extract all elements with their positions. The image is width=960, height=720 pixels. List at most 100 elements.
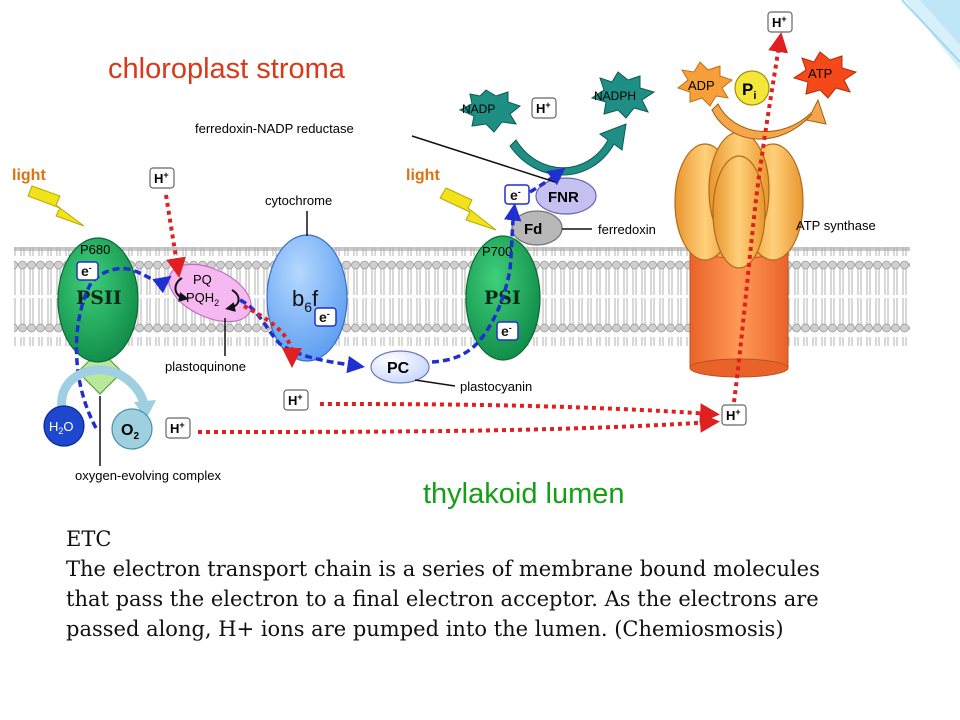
cytochrome-label: cytochrome xyxy=(265,193,332,208)
pq-oxidation-arrow xyxy=(225,289,240,312)
light-label-left: light xyxy=(12,167,46,184)
o2-subscript: 2 xyxy=(133,431,139,442)
b6f-subscript: 6 xyxy=(304,299,312,315)
electron-charge: - xyxy=(89,263,92,273)
svg-text:H+: H+ xyxy=(154,170,169,186)
proton-charge: + xyxy=(545,100,550,110)
atp-burst xyxy=(792,51,858,99)
proton-symbol: H xyxy=(288,393,297,408)
caption: ETC The electron transport chain is a se… xyxy=(66,524,946,644)
fd-label: Fd xyxy=(524,221,542,238)
pq-reduction-arrow xyxy=(174,277,189,302)
electron-symbol: e xyxy=(510,187,518,203)
svg-text:H+: H+ xyxy=(170,420,185,436)
h2o-h: H xyxy=(49,419,58,434)
light-label-right: light xyxy=(406,167,440,184)
ferredoxin-fd xyxy=(511,210,563,246)
oec-label: oxygen-evolving complex xyxy=(75,468,221,483)
h2o-o: O xyxy=(63,419,73,434)
svg-text:H+: H+ xyxy=(536,100,551,116)
p680-label: P680 xyxy=(80,242,110,257)
light-bolt-left xyxy=(27,185,85,227)
svg-text:e-: e- xyxy=(319,309,330,325)
svg-text:e-: e- xyxy=(501,323,512,339)
adp-burst xyxy=(676,61,734,107)
electron-charge: - xyxy=(509,323,512,333)
proton-charge: + xyxy=(179,420,184,430)
atp-synthase xyxy=(674,131,804,378)
proton-badge-lumen-b6f: H+ xyxy=(283,389,309,411)
o2-o: O xyxy=(121,422,133,439)
proton-symbol: H xyxy=(170,421,179,436)
b6f-f: f xyxy=(312,286,319,311)
plastocyanin-label: plastocyanin xyxy=(460,379,532,394)
caption-line-1: The electron transport chain is a series… xyxy=(66,557,820,581)
nadph-label: NADPH xyxy=(594,89,636,103)
h2o-label: H2O xyxy=(49,419,74,436)
light-bolt-right xyxy=(439,187,497,231)
electron-badge-b6f: e- xyxy=(314,307,337,327)
caption-line-3: passed along, H+ ions are pumped into th… xyxy=(66,617,784,641)
stroma-title: chloroplast stroma xyxy=(108,53,346,85)
pc-label: PC xyxy=(387,360,410,377)
proton-badge-stroma-nadp: H+ xyxy=(531,97,557,119)
electron-badge-psi: e- xyxy=(496,321,519,341)
nadph-formation-arrow xyxy=(509,123,627,176)
svg-text:H+: H+ xyxy=(726,407,741,423)
caption-line-2: that pass the electron to a final electr… xyxy=(66,587,819,611)
plastocyanin-pc xyxy=(370,350,430,384)
electron-charge: - xyxy=(327,309,330,319)
pqh2-label: PQH2 xyxy=(186,290,219,308)
proton-badge-lumen-atp: H+ xyxy=(721,404,747,426)
phosphate-pi xyxy=(734,70,770,106)
ferredoxin-label: ferredoxin xyxy=(598,222,656,237)
b6f-label: b6f xyxy=(292,286,319,315)
atp-label: ATP xyxy=(808,66,832,81)
adp-label: ADP xyxy=(688,78,715,93)
svg-text:e-: e- xyxy=(510,187,521,203)
fnr-label: FNR xyxy=(548,189,579,206)
plastoquinone-label: plastoquinone xyxy=(165,359,246,374)
oec-arrow xyxy=(57,365,156,420)
proton-badge-lumen-oec: H+ xyxy=(165,417,191,439)
nadp-label: NADP xyxy=(462,102,495,116)
atp-synthase-head-front xyxy=(712,155,766,269)
pqh-subscript: 2 xyxy=(214,298,219,308)
electron-charge: - xyxy=(518,187,521,197)
p700-label: P700 xyxy=(482,244,512,259)
water-molecule xyxy=(43,405,85,447)
oxygen-molecule xyxy=(111,408,153,450)
atp-synthase-label: ATP synthase xyxy=(796,218,876,233)
svg-text:e-: e- xyxy=(81,263,92,279)
pqh-text: PQH xyxy=(186,290,214,305)
proton-badge-stroma-top: H+ xyxy=(767,11,793,33)
nadph-burst xyxy=(590,71,656,119)
fnr-full-label: ferredoxin-NADP reductase xyxy=(195,121,354,136)
caption-heading: ETC xyxy=(66,527,112,551)
pi-p: P xyxy=(742,80,753,99)
electron-symbol: e xyxy=(501,323,509,339)
proton-symbol: H xyxy=(726,408,735,423)
electron-symbol: e xyxy=(319,309,327,325)
pq-label: PQ xyxy=(193,272,212,287)
o2-label: O2 xyxy=(121,422,139,442)
pi-label: Pi xyxy=(742,80,756,102)
electron-badge-psii: e- xyxy=(76,261,99,281)
b6f-b: b xyxy=(292,286,304,311)
slide-corner-decoration xyxy=(901,0,960,70)
fnr-enzyme xyxy=(535,177,597,215)
electron-symbol: e xyxy=(81,263,89,279)
lumen-title: thylakoid lumen xyxy=(423,478,625,510)
leader-lines xyxy=(99,135,592,466)
atp-formation-arrow xyxy=(711,98,827,140)
proton-symbol: H xyxy=(772,15,781,30)
proton-charge: + xyxy=(781,14,786,24)
proton-charge: + xyxy=(735,407,740,417)
proton-charge: + xyxy=(297,392,302,402)
pi-subscript: i xyxy=(753,90,756,102)
proton-charge: + xyxy=(163,170,168,180)
proton-pump-paths xyxy=(164,32,788,434)
electron-badge-fnr: e- xyxy=(504,184,530,205)
proton-symbol: H xyxy=(536,101,545,116)
